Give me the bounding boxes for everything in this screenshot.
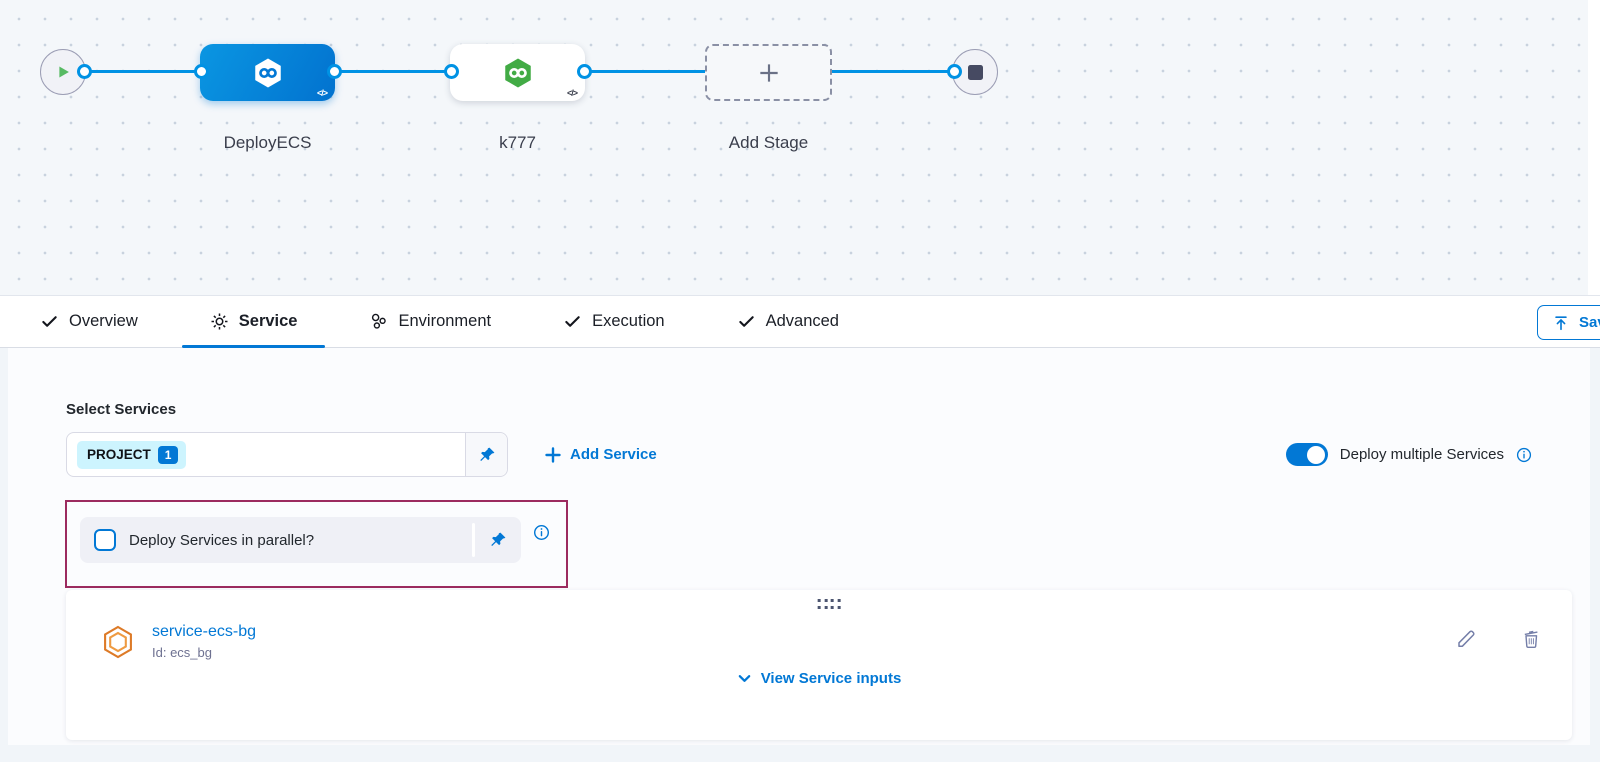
stage-label: DeployECS	[223, 133, 312, 152]
port-icon	[194, 64, 209, 79]
gear-icon	[211, 313, 228, 330]
parallel-pin-button[interactable]	[475, 517, 521, 563]
edit-service-button[interactable]	[1455, 628, 1479, 652]
plus-icon	[759, 63, 778, 82]
info-icon[interactable]	[1516, 447, 1532, 463]
tab-environment[interactable]: Environment	[341, 296, 519, 347]
harness-logo-icon	[504, 58, 531, 87]
drag-handle[interactable]	[817, 599, 841, 609]
parallel-option-bar: Deploy Services in parallel?	[80, 517, 521, 563]
add-stage-button[interactable]	[705, 44, 832, 101]
view-service-inputs-button[interactable]: View Service inputs	[66, 670, 1572, 687]
project-tag-count: 1	[157, 445, 179, 464]
info-icon[interactable]	[533, 524, 550, 541]
save-button-label: Save	[1579, 314, 1600, 331]
parallel-option-highlight: Deploy Services in parallel?	[65, 500, 568, 588]
code-icon: </>	[316, 88, 328, 98]
view-service-inputs-label: View Service inputs	[760, 670, 902, 687]
stage-tabbar: Overview Service Environment Execution A…	[0, 296, 1600, 348]
port-icon	[77, 64, 92, 79]
service-card: service-ecs-bg Id: ecs_bg View Service i…	[66, 590, 1572, 740]
tab-overview[interactable]: Overview	[12, 296, 166, 347]
check-icon	[565, 316, 580, 327]
pencil-icon	[1458, 630, 1475, 647]
stop-icon	[967, 64, 983, 80]
add-service-label: Add Service	[570, 446, 657, 463]
project-tag-label: PROJECT	[87, 447, 151, 462]
input-type-pin-button[interactable]	[465, 433, 507, 476]
parallel-checkbox[interactable]	[94, 529, 116, 551]
plus-icon	[545, 446, 561, 463]
check-icon	[738, 316, 754, 327]
deploy-multiple-label: Deploy multiple Services	[1339, 446, 1504, 463]
tab-label: Execution	[592, 312, 665, 330]
content-outer: Select Services PROJECT 1 Add Service De…	[0, 348, 1600, 762]
tab-label: Advanced	[765, 312, 839, 330]
tab-label: Environment	[398, 312, 492, 330]
trash-icon	[1524, 630, 1538, 649]
upload-icon	[1555, 315, 1567, 330]
harness-logo-icon	[254, 58, 281, 87]
environment-icon	[372, 313, 387, 329]
port-icon	[577, 64, 592, 79]
play-icon	[59, 66, 69, 78]
pipeline-canvas[interactable]: </> DeployECS </> k777 Add Stage	[0, 0, 1588, 295]
service-hexagon-icon	[104, 625, 132, 659]
chevron-down-icon	[738, 675, 750, 682]
stage-label: k777	[499, 133, 536, 152]
port-icon	[327, 64, 342, 79]
tab-advanced[interactable]: Advanced	[709, 296, 867, 347]
add-stage-label: Add Stage	[728, 133, 809, 152]
toggle-knob	[1307, 445, 1326, 464]
divider	[472, 523, 475, 557]
project-tag[interactable]: PROJECT 1	[77, 440, 187, 469]
deploy-multiple-group: Deploy multiple Services	[1285, 432, 1532, 477]
save-button[interactable]: Save	[1537, 305, 1600, 340]
port-icon	[444, 64, 459, 79]
check-icon	[42, 316, 57, 327]
pipeline-start-node	[40, 49, 86, 95]
stage-node-deployecs[interactable]: </>	[200, 44, 335, 101]
service-tab-panel: Select Services PROJECT 1 Add Service De…	[8, 348, 1590, 745]
code-icon: </>	[566, 88, 578, 98]
select-services-label: Select Services	[66, 401, 177, 418]
service-id: Id: ecs_bg	[152, 645, 212, 660]
pin-icon	[479, 447, 494, 461]
delete-service-button[interactable]	[1520, 628, 1544, 652]
tab-label: Service	[238, 312, 298, 330]
tab-label: Overview	[69, 312, 138, 330]
parallel-checkbox-label: Deploy Services in parallel?	[129, 531, 315, 549]
stage-node-k777[interactable]: </>	[450, 44, 585, 101]
pin-icon	[491, 532, 506, 546]
deploy-multiple-toggle[interactable]	[1285, 443, 1328, 466]
pipeline-canvas-wrap: </> DeployECS </> k777 Add Stage	[0, 0, 1600, 296]
service-name-link[interactable]: service-ecs-bg	[152, 623, 257, 640]
tab-service[interactable]: Service	[181, 296, 326, 348]
add-service-button[interactable]: Add Service	[545, 432, 657, 477]
port-icon	[947, 64, 962, 79]
tab-execution[interactable]: Execution	[535, 296, 692, 347]
select-services-input[interactable]: PROJECT 1	[66, 432, 508, 477]
